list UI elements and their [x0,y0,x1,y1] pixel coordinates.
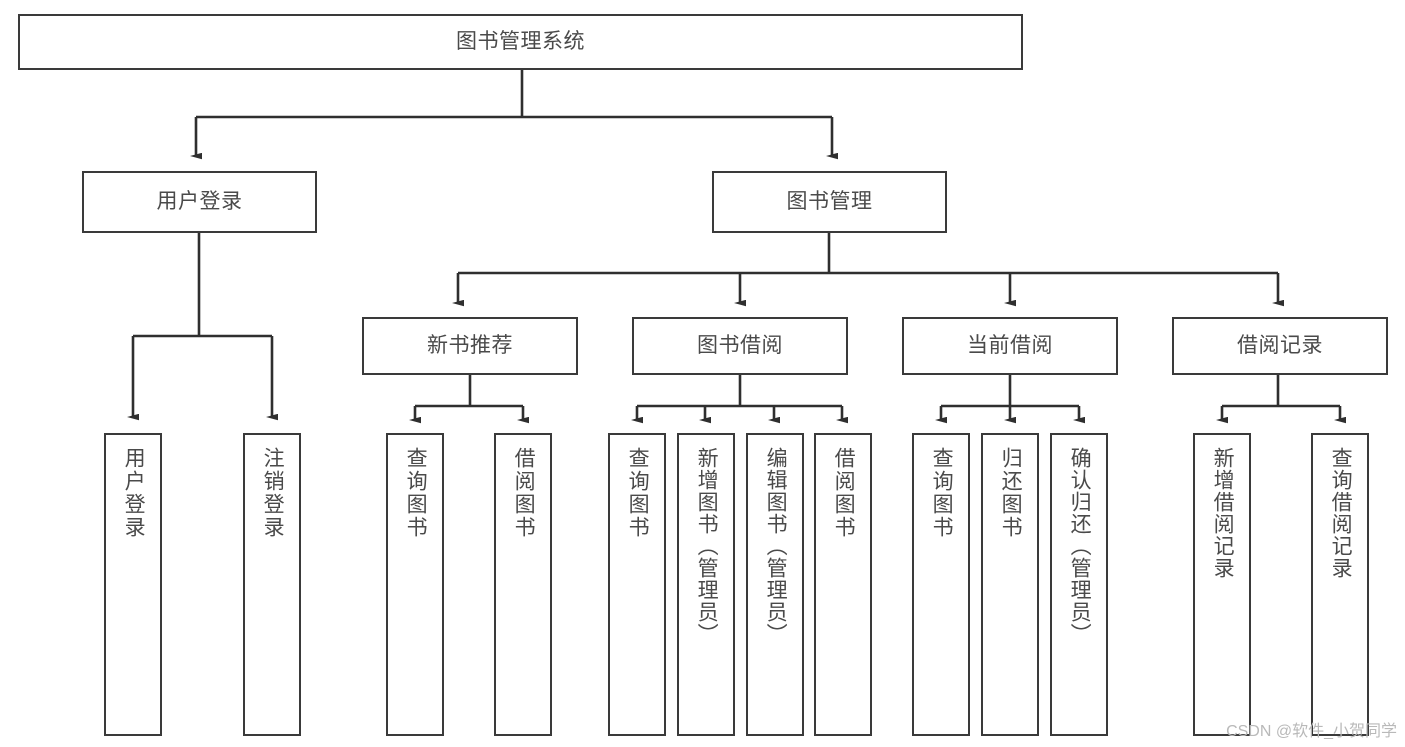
node-book-borrow[interactable]: 图书借阅 [632,317,848,375]
node-label: 新增图书（管理员） [695,447,719,645]
node-label: 查询图书 [930,447,954,539]
node-label: 借阅记录 [1237,334,1323,358]
node-label: 当前借阅 [967,334,1053,358]
leaf-user-login[interactable]: 用户登录 [104,433,162,736]
node-label: 查询借阅记录 [1329,447,1353,579]
leaf-return-book[interactable]: 归还图书 [981,433,1039,736]
leaf-edit-book-admin[interactable]: 编辑图书（管理员） [746,433,804,736]
node-label: 图书管理系统 [456,30,585,54]
node-label: 借阅图书 [512,447,536,539]
leaf-query-book-new[interactable]: 查询图书 [386,433,444,736]
node-label: 新增借阅记录 [1211,447,1235,579]
node-label: 用户登录 [122,447,146,539]
leaf-borrow-book-new[interactable]: 借阅图书 [494,433,552,736]
node-borrow-record[interactable]: 借阅记录 [1172,317,1388,375]
leaf-add-borrow-record[interactable]: 新增借阅记录 [1193,433,1251,736]
node-user-login[interactable]: 用户登录 [82,171,317,233]
node-label: 注销登录 [261,447,285,539]
leaf-add-book-admin[interactable]: 新增图书（管理员） [677,433,735,736]
node-new-book-recommend[interactable]: 新书推荐 [362,317,578,375]
node-label: 确认归还（管理员） [1068,447,1092,645]
node-label: 编辑图书（管理员） [764,447,788,645]
node-label: 用户登录 [156,190,243,214]
leaf-borrow-book[interactable]: 借阅图书 [814,433,872,736]
node-book-management[interactable]: 图书管理 [712,171,947,233]
leaf-query-book-borrow[interactable]: 查询图书 [608,433,666,736]
watermark: CSDN @软件_小贺同学 [1226,723,1397,740]
node-label: 查询图书 [404,447,428,539]
node-current-borrow[interactable]: 当前借阅 [902,317,1118,375]
node-label: 新书推荐 [427,334,513,358]
leaf-query-book-current[interactable]: 查询图书 [912,433,970,736]
node-label: 图书借阅 [697,334,783,358]
node-label: 查询图书 [626,447,650,539]
leaf-logout[interactable]: 注销登录 [243,433,301,736]
node-root-system[interactable]: 图书管理系统 [18,14,1023,70]
leaf-query-borrow-record[interactable]: 查询借阅记录 [1311,433,1369,736]
node-label: 归还图书 [999,447,1023,539]
node-label: 借阅图书 [832,447,856,539]
node-label: 图书管理 [786,190,873,214]
leaf-confirm-return-admin[interactable]: 确认归还（管理员） [1050,433,1108,736]
